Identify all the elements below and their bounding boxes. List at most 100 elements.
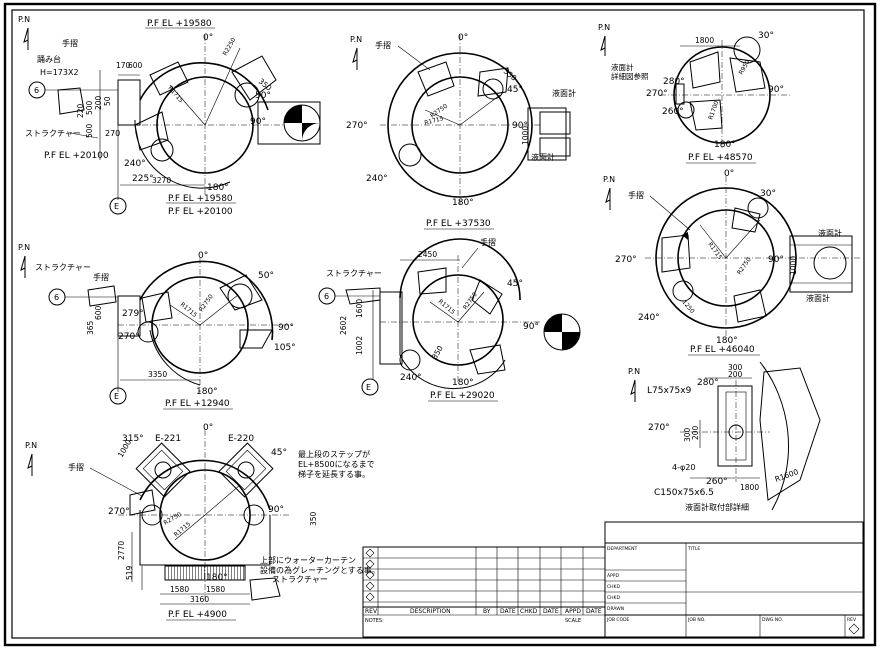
dim-label-deg280: 280° — [697, 378, 719, 388]
dim-label-r1715: R1715 — [173, 521, 193, 539]
dim-label-handrail: 手摺 — [68, 462, 84, 472]
dim-label-gauge_fix: 詳細図参照 — [611, 71, 649, 81]
dim-label-d3160: 3160 — [190, 595, 209, 604]
dim-label-gauge2: 液面計 — [806, 293, 830, 303]
dim-label-d1000: 1000 — [789, 256, 798, 275]
dim-label-axis6: 6 — [54, 293, 59, 302]
dim-label-handrail: 手摺 — [628, 190, 644, 200]
dim-label-d1580b: 1580 — [206, 585, 225, 594]
inner-frame — [11, 9, 865, 639]
title-label: TITLE — [687, 546, 700, 552]
dim-label-d1002: 1002 — [355, 336, 364, 355]
revision-table: REV DESCRIPTION BY DATE CHKD DATE APPD D… — [362, 546, 606, 638]
dim-label-d2602: 2602 — [339, 316, 348, 335]
view-level-gauge-detail: P.N L75x75x9 280° 300 200 270° 300 200 4… — [628, 361, 821, 512]
view-el-46040: P.N 0° 30° 手摺 液面計 R1715 R2750 270° 90° 1… — [603, 169, 860, 356]
dim-label-d220: 220 — [76, 103, 85, 118]
dim-label-el: P.F EL +29020 — [430, 391, 495, 401]
dim-label-d500b: 500 — [85, 123, 94, 138]
dim-label-deg50: 50° — [255, 91, 271, 101]
title-block: DEPARTMENT TITLE APPD CHKD CHKD DRAWN JO… — [604, 521, 864, 638]
dim-label-r2750: R2750 — [736, 256, 753, 276]
dim-label-d2770: 2770 — [117, 541, 126, 560]
dim-label-deg90: 90° — [512, 121, 528, 131]
dim-label-deg270: 270° — [346, 121, 368, 131]
dim-label-top_el: P.F EL +19580 — [147, 19, 212, 29]
notes-label: NOTES: — [365, 618, 384, 624]
dim-label-deg180: 180° — [714, 140, 736, 150]
dim-label-d350: 350 — [430, 344, 445, 361]
dim-label-deg90: 90° — [268, 505, 284, 515]
scale-label: SCALE — [565, 618, 581, 624]
dim-label-note1c: 梯子を延長する事。 — [298, 469, 370, 479]
dim-label-r2750: R2750 — [163, 511, 183, 527]
dim-label-deg0: 0° — [203, 423, 213, 433]
dim-label-deg90: 90° — [768, 85, 784, 95]
dim-label-handrail: 手摺 — [375, 40, 391, 50]
dim-label-r1700: R1700 — [707, 100, 720, 121]
dim-label-d1800: 1800 — [740, 483, 759, 492]
dim-label-gauge: 液面計 — [611, 62, 634, 72]
pn-label: P.N — [18, 15, 30, 24]
dim-label-handrail: 手摺 — [480, 237, 496, 247]
north-arrow — [23, 27, 29, 50]
dim-label-deg90: 90° — [250, 117, 266, 127]
dim-label-deg260: 260° — [706, 477, 728, 487]
dim-label-el_b: P.F EL +20100 — [168, 207, 233, 217]
dim-label-deg0: 0° — [203, 33, 213, 43]
dim-label-d1800: 1800 — [695, 36, 714, 45]
dim-label-deg240: 240° — [366, 174, 388, 184]
dim-label-d350: 350 — [309, 511, 318, 526]
dim-label-deg0: 0° — [198, 251, 208, 261]
date-header-1: DATE — [500, 608, 516, 615]
dim-label-axisE: E — [114, 202, 119, 211]
dim-label-gauge2: 液面計 — [531, 152, 555, 162]
drawn-label: DRAWN — [607, 606, 624, 612]
dim-label-d200a: 200 — [728, 370, 743, 379]
dim-label-d600: 600 — [94, 305, 103, 320]
dim-label-axis6: 6 — [324, 292, 329, 301]
dim-label-note2b: 設備の為グレーチングとする事。 — [260, 565, 380, 575]
dim-label-holes: 4-φ20 — [672, 463, 695, 472]
dim-label-pn: P.N — [598, 23, 610, 32]
rev-header: REV — [365, 608, 378, 615]
chkd-label: CHKD — [607, 584, 620, 590]
dim-label-deg45: 45° — [507, 279, 523, 289]
chkd2-label: CHKD — [607, 595, 620, 601]
dim-label-angle: L75x75x9 — [647, 386, 692, 396]
dim-label-strut: ストラクチャー — [326, 269, 382, 278]
view-el-12940: P.N ストラクチャー 手摺 0° 50° R2750 R1715 6 279°… — [18, 243, 296, 410]
dim-label-handrail: 手摺 — [62, 38, 78, 48]
dim-label-pn: P.N — [628, 367, 640, 376]
dim-label-strut: ストラクチャー — [272, 575, 328, 584]
dim-label-deg279: 279° — [122, 309, 144, 319]
dim-label-note1a: 最上段のステップが — [298, 449, 370, 459]
dim-label-deg260: 260° — [662, 107, 684, 117]
job-no-label: JOB NO. — [687, 617, 706, 623]
dim-label-pn: P.N — [18, 243, 30, 252]
view-el-4900: P.N 0° 315° E-221 E-220 45° 1 — [25, 423, 380, 621]
chkd-header: CHKD — [520, 608, 538, 615]
dim-label-r1715: R1715 — [179, 301, 199, 319]
dim-label-deg30: 30° — [760, 189, 776, 199]
dim-label-title: 液面計取付部詳細 — [685, 502, 749, 512]
dim-label-deg50: 50° — [258, 271, 274, 281]
dim-label-el_a: P.F EL +19580 — [168, 194, 233, 204]
dim-label-axisE: E — [114, 392, 119, 401]
dim-label-deg270: 270° — [648, 423, 670, 433]
dim-label-d270n: 270 — [105, 129, 120, 138]
dim-label-pn: P.N — [603, 175, 615, 184]
description-header: DESCRIPTION — [410, 608, 451, 615]
date-header-3: DATE — [586, 608, 602, 615]
dim-label-el_low: P.F EL +20100 — [44, 151, 109, 161]
dim-label-r2250: R2250 — [222, 37, 238, 57]
dim-label-d2450: 2450 — [418, 250, 437, 259]
dim-label-deg0: 0° — [724, 169, 734, 179]
dim-label-el: P.F EL +37530 — [426, 219, 491, 229]
dim-label-d500a: 500 — [85, 100, 94, 115]
dim-label-platform: 踊み台 — [37, 54, 61, 64]
dim-label-pn: P.N — [350, 35, 362, 44]
dim-label-r2750: R2750 — [198, 293, 215, 313]
dim-label-deg180: 180° — [716, 336, 738, 346]
